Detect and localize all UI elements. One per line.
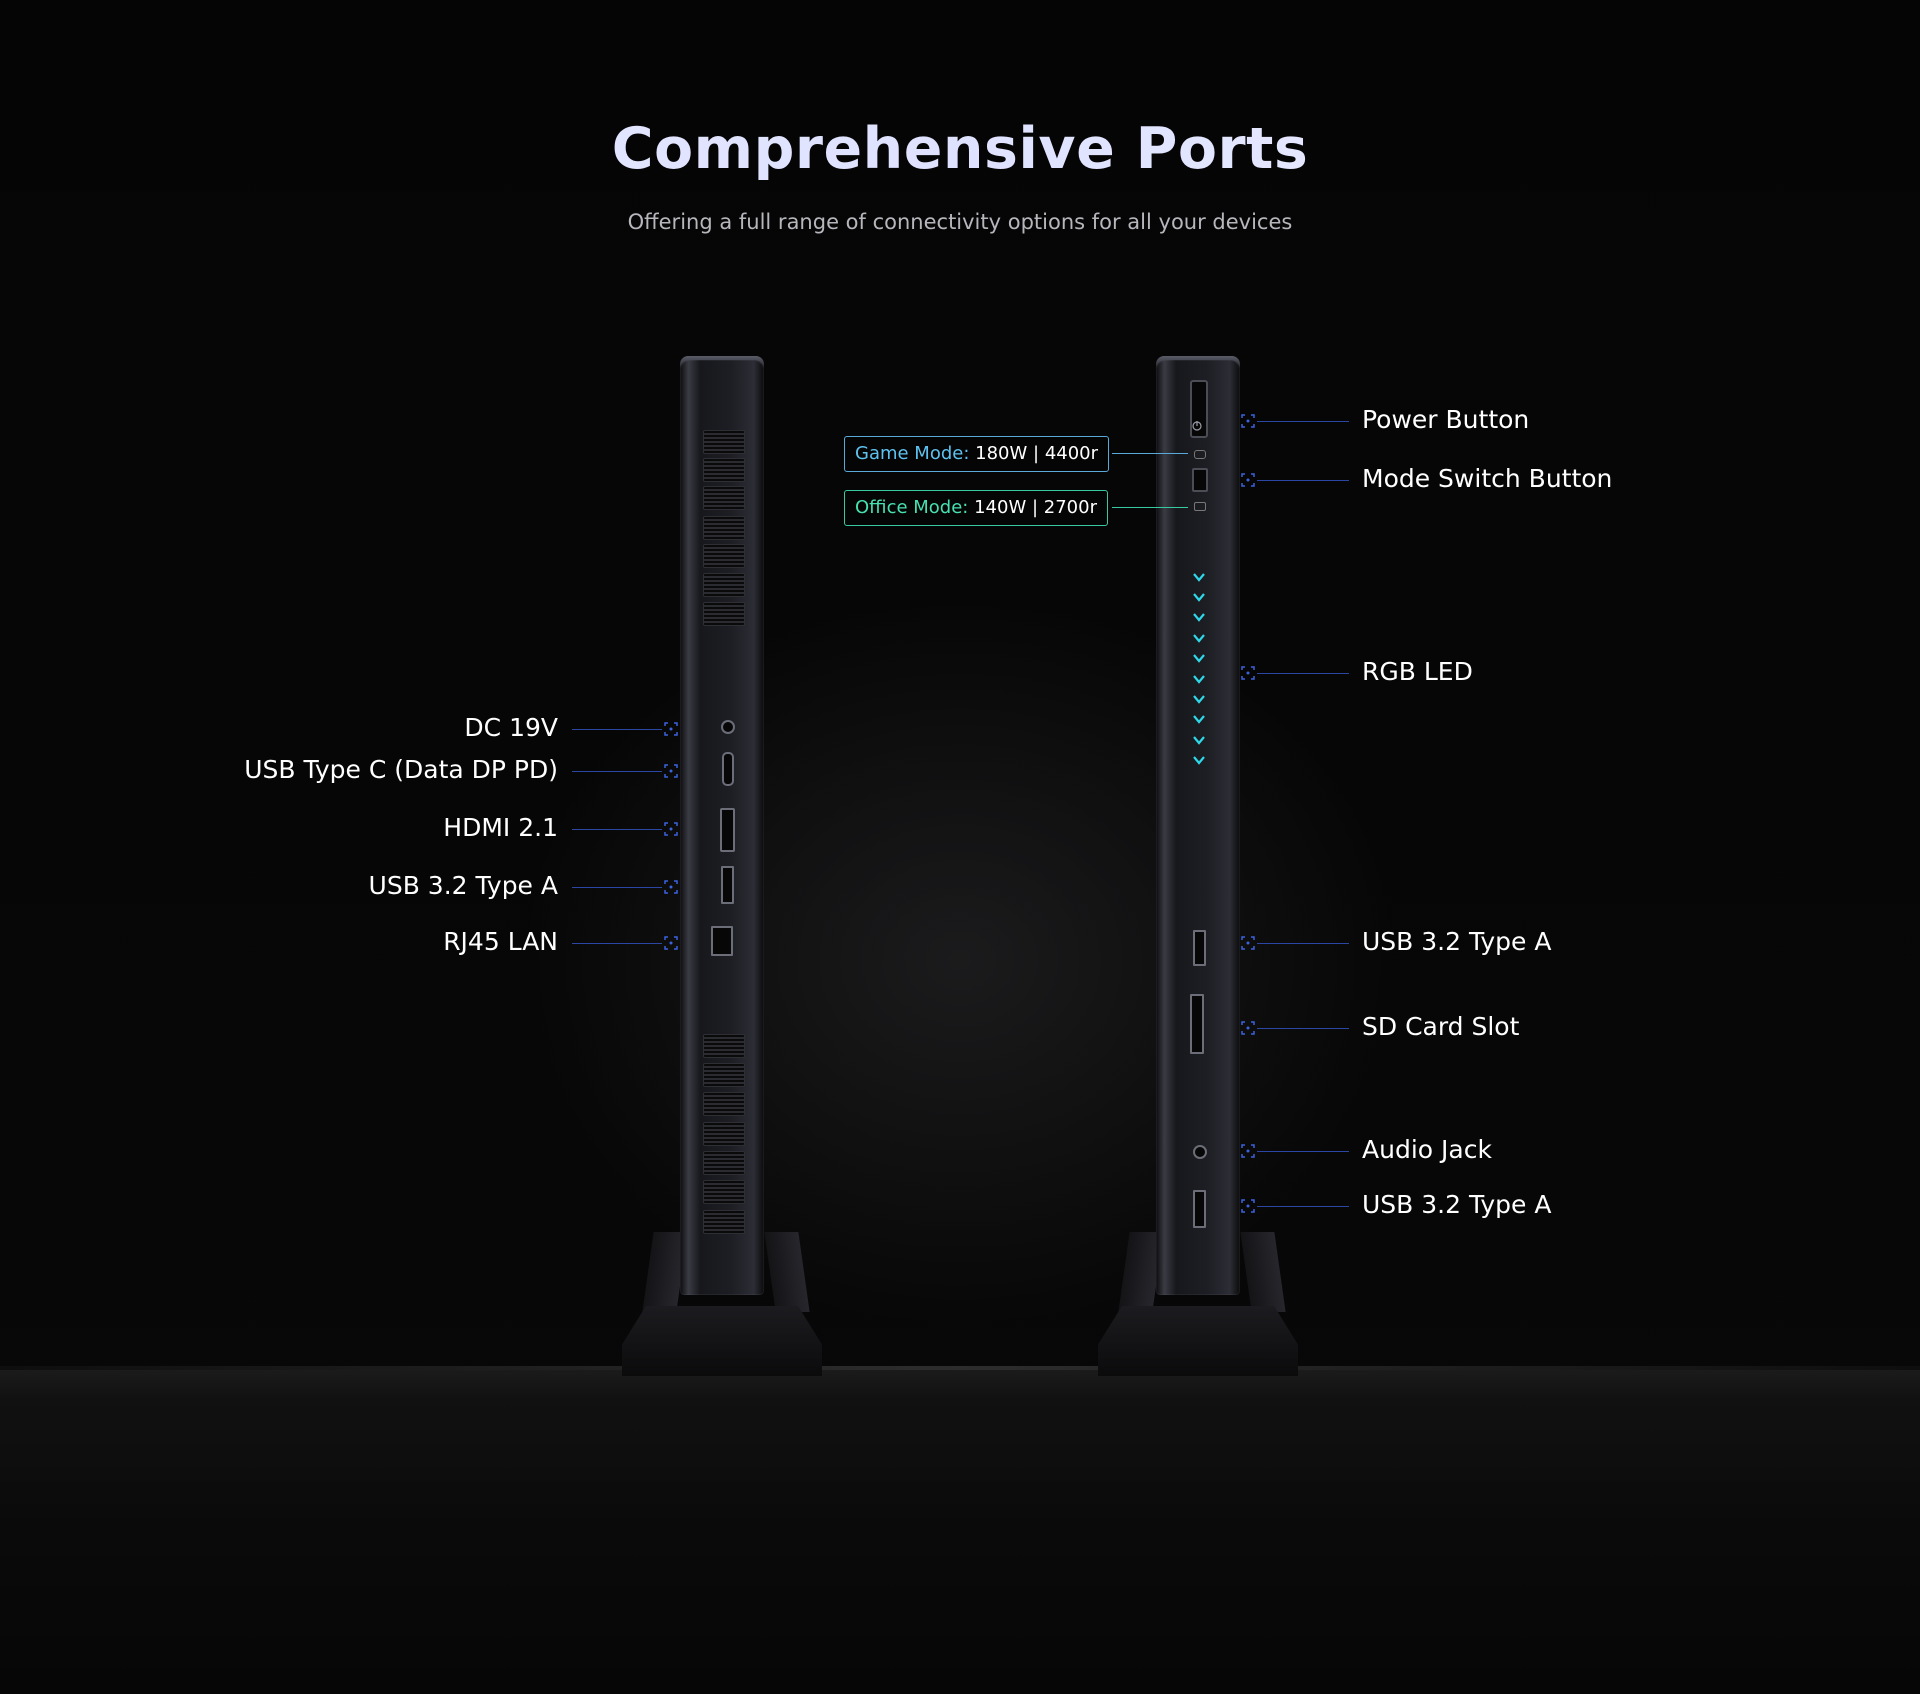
office-mode-value: 140W | 2700r: [974, 497, 1097, 518]
callout-line: [1257, 673, 1349, 674]
callout-marker-icon: [1241, 1144, 1255, 1158]
office-mode-name: Office Mode:: [855, 497, 969, 518]
right-stand-base: [1098, 1306, 1298, 1376]
vent-slot: [703, 516, 745, 540]
rgb-chevron: [1193, 715, 1205, 724]
vent-slot: [703, 458, 745, 482]
game-mode-name: Game Mode:: [855, 443, 970, 464]
vent-slot: [703, 430, 745, 454]
rgb-chevron: [1193, 573, 1205, 582]
page-title: Comprehensive Ports: [0, 116, 1920, 182]
office-mode-connector: [1112, 507, 1188, 508]
vent-slot: [703, 1180, 745, 1204]
callout-marker-icon: [664, 722, 678, 736]
page-subtitle: Offering a full range of connectivity op…: [627, 210, 1293, 234]
callout-marker-icon: [1241, 473, 1255, 487]
callout-label-power: Power Button: [1362, 405, 1530, 434]
left-stand-base: [622, 1306, 822, 1376]
callout-line: [572, 943, 662, 944]
office-mode-indicator-icon: [1194, 502, 1206, 511]
sd-card-icon: [1190, 994, 1204, 1054]
rgb-chevron: [1193, 654, 1205, 663]
floor: [0, 1370, 1920, 1694]
usb-a-port-icon: [721, 866, 734, 904]
rgb-chevron: [1193, 634, 1205, 643]
rj45-port-icon: [711, 926, 733, 956]
mode-switch-icon: [1192, 468, 1208, 492]
callout-marker-icon: [664, 936, 678, 950]
game-mode-indicator-icon: [1194, 450, 1206, 459]
vent-slot: [703, 1151, 745, 1175]
callout-marker-icon: [664, 822, 678, 836]
callout-marker-icon: [1241, 936, 1255, 950]
callout-label-rgb: RGB LED: [1362, 657, 1473, 686]
callout-marker-icon: [1241, 1021, 1255, 1035]
callout-line: [572, 771, 662, 772]
rgb-chevron: [1193, 593, 1205, 602]
dc-power-port-icon: [721, 720, 735, 734]
callout-label-dc: DC 19V: [464, 713, 558, 742]
callout-label-mode-switch: Mode Switch Button: [1362, 464, 1613, 493]
hdmi-port-icon: [720, 808, 735, 852]
vent-slot: [703, 1063, 745, 1087]
callout-label-rj45: RJ45 LAN: [443, 927, 558, 956]
vent-slot: [703, 1122, 745, 1146]
callout-line: [1257, 1206, 1349, 1207]
rgb-chevron: [1193, 695, 1205, 704]
callout-line: [572, 729, 662, 730]
callout-line: [1257, 1028, 1349, 1029]
callout-label-audio: Audio Jack: [1362, 1135, 1492, 1164]
callout-marker-icon: [1241, 666, 1255, 680]
callout-line: [572, 829, 662, 830]
vent-slot: [703, 1092, 745, 1116]
callout-marker-icon: [1241, 414, 1255, 428]
rgb-chevron: [1193, 613, 1205, 622]
callout-line: [572, 887, 662, 888]
game-mode-value: 180W | 4400r: [975, 443, 1099, 464]
rgb-chevron: [1193, 675, 1205, 684]
usb-c-port-icon: [722, 752, 734, 786]
rgb-chevron: [1193, 736, 1205, 745]
vent-slot: [703, 486, 745, 510]
vent-slot: [703, 602, 745, 626]
callout-label-sd: SD Card Slot: [1362, 1012, 1520, 1041]
right-tower-body: [1156, 360, 1240, 1295]
callout-label-hdmi: HDMI 2.1: [443, 813, 558, 842]
callout-marker-icon: [664, 764, 678, 778]
callout-line: [1257, 480, 1349, 481]
game-mode-connector: [1112, 453, 1188, 454]
vent-slot: [703, 544, 745, 568]
vent-slot: [703, 1034, 745, 1058]
callout-marker-icon: [1241, 1199, 1255, 1213]
power-icon: [1192, 421, 1202, 431]
vent-slot: [703, 1210, 745, 1234]
callout-marker-icon: [664, 880, 678, 894]
callout-label-usba-right: USB 3.2 Type A: [1362, 927, 1552, 956]
callout-label-usba-right-bottom: USB 3.2 Type A: [1362, 1190, 1552, 1219]
callout-line: [1257, 943, 1349, 944]
callout-label-usba: USB 3.2 Type A: [368, 871, 558, 900]
audio-jack-icon: [1193, 1145, 1207, 1159]
usb-a-port-icon: [1193, 1190, 1206, 1228]
usb-a-port-icon: [1193, 930, 1206, 966]
game-mode-badge: Game Mode: 180W | 4400r: [844, 436, 1110, 472]
callout-line: [1257, 421, 1349, 422]
callout-label-usbc: USB Type C (Data DP PD): [244, 755, 558, 784]
office-mode-badge: Office Mode: 140W | 2700r: [844, 490, 1108, 526]
vent-slot: [703, 573, 745, 597]
rgb-chevron: [1193, 756, 1205, 765]
callout-line: [1257, 1151, 1349, 1152]
